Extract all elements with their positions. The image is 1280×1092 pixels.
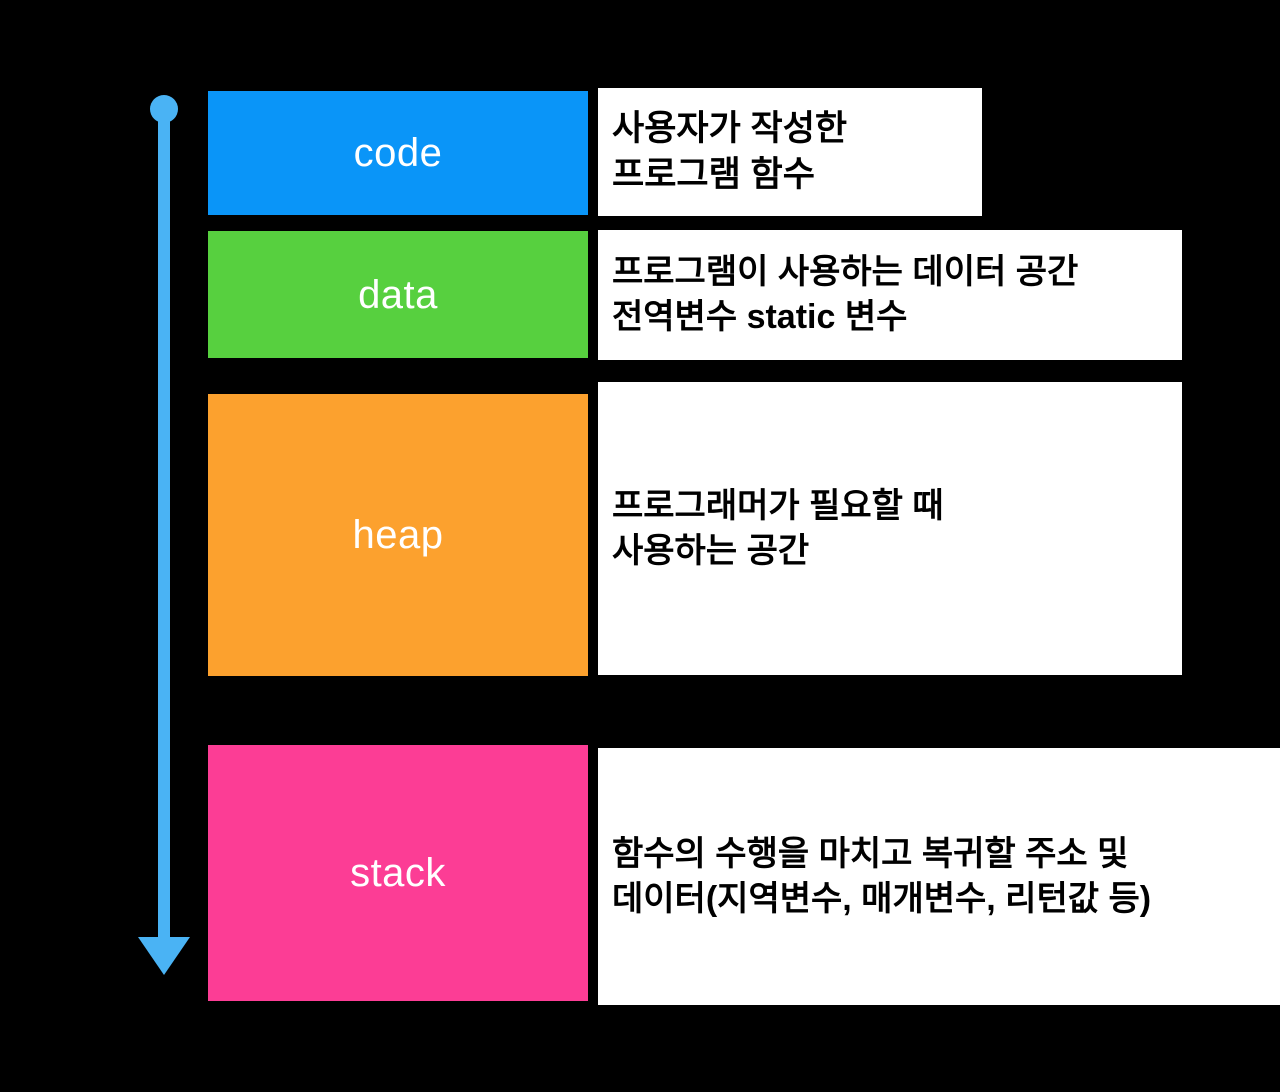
segment-box-heap[interactable]: heap: [208, 394, 588, 676]
segment-box-stack[interactable]: stack: [208, 745, 588, 1001]
description-line: 사용자가 작성한: [612, 108, 848, 148]
memory-growth-direction-arrow: [138, 95, 190, 980]
description-line: 프로그램이 사용하는 데이터 공간: [612, 253, 1079, 292]
segment-description-code: 사용자가 작성한 프로그램 함수: [598, 88, 982, 216]
segment-description-heap: 프로그래머가 필요할 때 사용하는 공간: [598, 382, 1182, 675]
description-line: 전역변수 static 변수: [612, 298, 908, 336]
segment-description-data: 프로그램이 사용하는 데이터 공간 전역변수 static 변수: [598, 230, 1182, 360]
description-line: 사용하는 공간: [612, 531, 810, 570]
description-line: 함수의 수행을 마치고 복귀할 주소 및: [612, 834, 1129, 873]
segment-box-code[interactable]: code: [208, 91, 588, 215]
segment-label-heap: heap: [352, 513, 444, 557]
description-line: 프로그래머가 필요할 때: [612, 486, 944, 525]
segment-label-stack: stack: [350, 851, 446, 895]
segment-label-code: code: [353, 131, 443, 175]
arrow-shaft-icon: [158, 109, 170, 939]
segment-description-stack: 함수의 수행을 마치고 복귀할 주소 및 데이터(지역변수, 매개변수, 리턴값…: [598, 748, 1280, 1005]
segment-box-data[interactable]: data: [208, 231, 588, 358]
segment-label-data: data: [358, 272, 438, 317]
arrow-head-down-icon: [138, 937, 190, 975]
description-line: 프로그램 함수: [612, 155, 815, 194]
description-line: 데이터(지역변수, 매개변수, 리턴값 등): [612, 879, 1152, 918]
